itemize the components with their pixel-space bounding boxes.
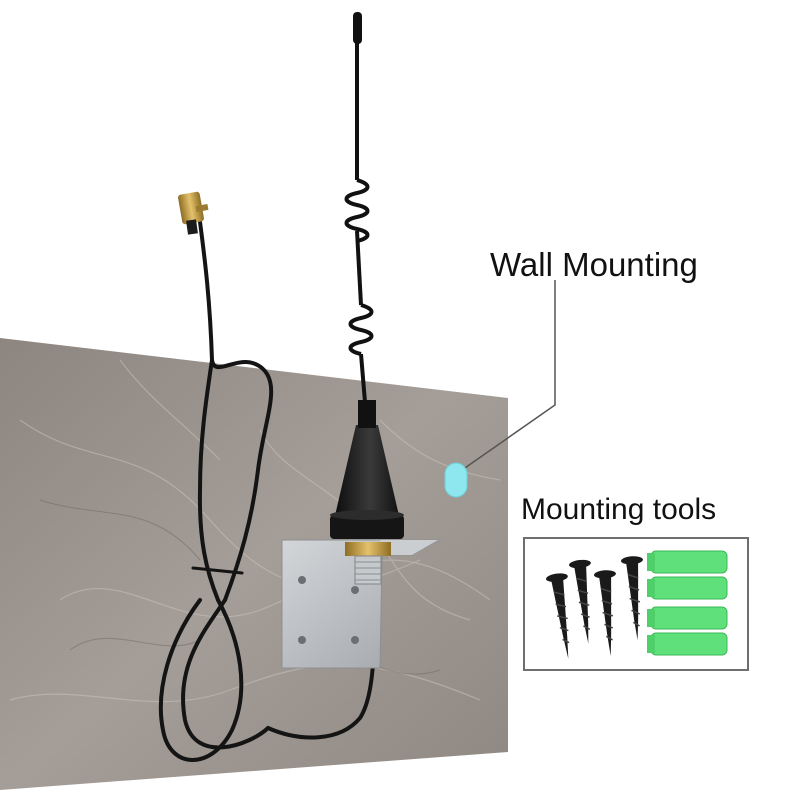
mounting-tools-box: [523, 537, 749, 671]
callout-pointer-line: [461, 280, 556, 471]
wall-anchor-icon: [647, 632, 728, 656]
screw-icon: [568, 559, 591, 644]
mounting-tools-label: Mounting tools: [521, 493, 717, 526]
sma-connector: [178, 191, 209, 235]
wall-anchor-icon: [647, 576, 728, 600]
screw-icon: [593, 570, 616, 657]
wall-anchor-icon: [647, 606, 728, 630]
screw-icon: [620, 556, 643, 641]
antenna-whip: [344, 12, 374, 403]
wall-mounting-label: Wall Mounting: [490, 246, 698, 283]
antenna-base: [330, 400, 404, 585]
mount-indicator-dot: [444, 462, 468, 498]
screw-icon: [545, 573, 570, 659]
marble-wall: [0, 338, 508, 790]
coaxial-cable: [158, 220, 376, 762]
wall-anchor-icon: [647, 550, 728, 574]
